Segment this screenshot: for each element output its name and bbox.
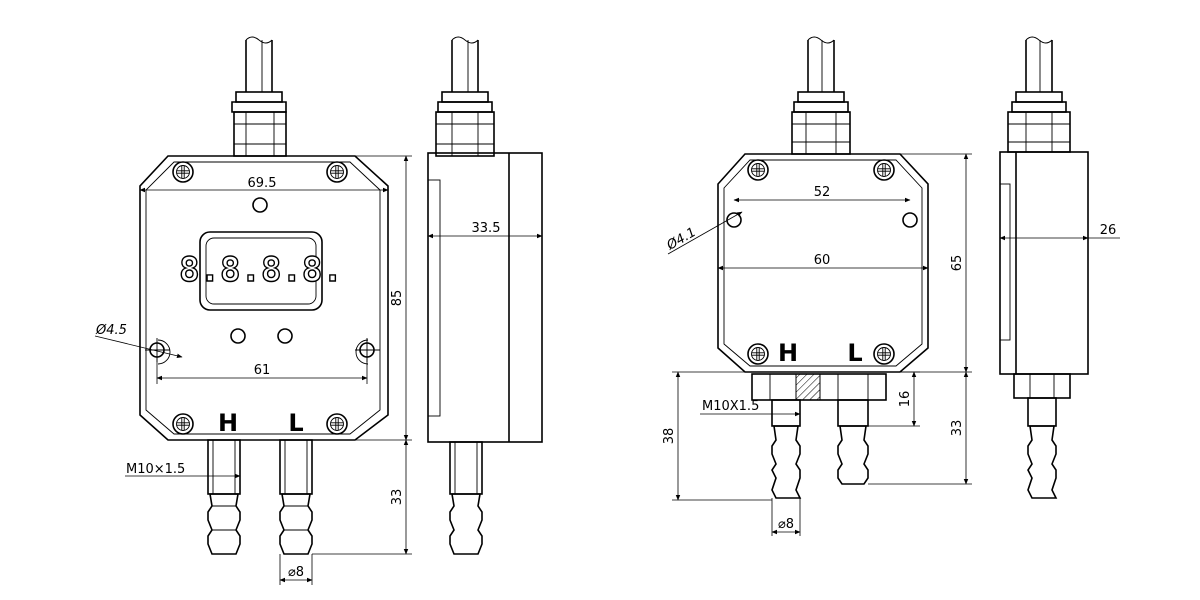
left-display-frame [199,231,323,311]
screw-icon [873,343,895,365]
left-button-2 [277,328,293,344]
left-front-view: 8.8.8.8. H L 69.5 61 [94,36,412,585]
right-mount-hole-left [726,212,742,228]
right-port-block [751,373,887,499]
screw-icon [172,161,194,183]
left-port-high [207,439,241,555]
left-height-dim: 85 [390,290,405,307]
right-low-port-label: L [847,339,862,367]
right-height-dim: 65 [950,255,965,272]
left-top-led [252,197,268,213]
right-width-dim: 60 [814,253,831,268]
right-side-view: 26 [999,36,1120,499]
screw-icon [747,343,769,365]
screw-icon [326,161,348,183]
left-side-body [427,152,543,443]
screw-icon [172,413,194,435]
left-cable [245,36,273,92]
right-thread-dim: M10X1.5 [702,399,759,414]
left-thread-dim: M10×1.5 [126,462,185,477]
left-button-1 [230,328,246,344]
display-digits: 8.8.8.8. [179,250,343,290]
left-high-port-label: H [218,409,238,437]
left-side-depth-dim: 33.5 [472,221,501,236]
screw-icon [747,159,769,181]
right-thread-height-dim: 16 [898,391,913,408]
left-low-port-label: L [288,409,303,437]
right-port-length-dim: 33 [950,420,965,437]
left-side-view: 33.5 [427,36,543,555]
left-hole-dim: Ø4.5 [95,323,127,338]
right-hole-dim: Ø4.1 [664,225,699,254]
left-barb-dia-dim: ⌀8 [288,565,304,580]
screw-icon [326,413,348,435]
left-port-low [279,439,313,555]
left-width-dim: 69.5 [248,176,277,191]
right-mount-spacing-dim: 52 [814,185,831,200]
right-side-depth-dim: 26 [1100,223,1117,238]
right-front-view: H L 52 60 Ø4.1 65 M10X1.5 16 [662,36,972,536]
left-port-length-dim: 33 [390,489,405,506]
screw-icon [873,159,895,181]
left-mount-spacing-dim: 61 [254,363,271,378]
right-side-body [999,151,1089,375]
left-cable-gland [231,91,287,157]
right-high-port-label: H [778,339,798,367]
right-mount-hole-right [902,212,918,228]
right-total-port-dim: 38 [662,428,677,445]
right-barb-dia-dim: ⌀8 [778,517,794,532]
